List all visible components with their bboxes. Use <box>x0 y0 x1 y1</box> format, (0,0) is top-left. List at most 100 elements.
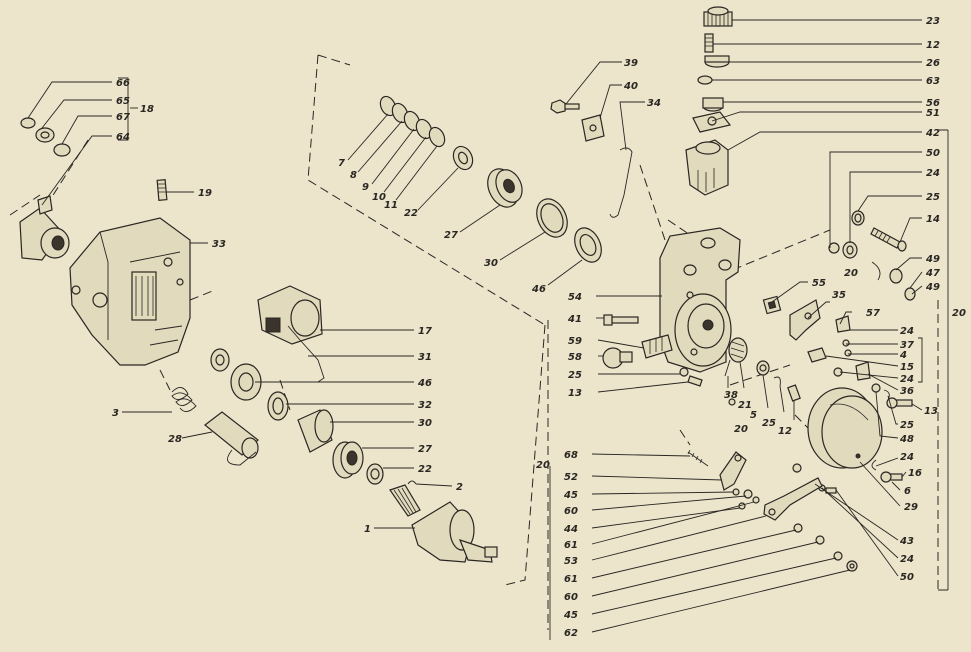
part-58-knob <box>602 347 633 369</box>
label-32: 32 <box>418 400 432 411</box>
part-17-module <box>257 285 323 345</box>
label-47: 47 <box>925 268 940 279</box>
part-68-screw <box>687 449 709 467</box>
label-4: 4 <box>899 350 907 361</box>
part-59-connector <box>641 334 673 359</box>
part-33-housing <box>69 217 191 366</box>
label-54: 54 <box>568 292 582 303</box>
label-37: 37 <box>900 340 914 351</box>
label-12: 12 <box>926 40 940 51</box>
label-49: 49 <box>925 254 940 265</box>
label-13-right: 13 <box>924 406 938 417</box>
label-40: 40 <box>623 81 638 92</box>
label-3: 3 <box>112 408 119 419</box>
label-25: 25 <box>926 192 940 203</box>
label-13-left: 13 <box>568 388 582 399</box>
label-67: 67 <box>116 112 130 123</box>
label-31: 31 <box>418 352 432 363</box>
label-48: 48 <box>899 434 914 445</box>
part-26-bushing <box>704 55 730 68</box>
label-16: 16 <box>908 468 922 479</box>
part-42-block <box>685 139 729 196</box>
label-56: 56 <box>926 98 940 109</box>
part-64-cylinder <box>19 195 70 261</box>
label-5: 5 <box>750 410 757 421</box>
part-56-nut <box>702 97 724 112</box>
leader-lines <box>27 19 949 640</box>
label-9: 9 <box>362 182 369 193</box>
label-21: 21 <box>738 400 752 411</box>
label-57: 57 <box>866 308 880 319</box>
label-6: 6 <box>904 486 911 497</box>
assembly-dashed-lines <box>9 54 939 630</box>
part-51-bracket <box>692 111 732 133</box>
label-27: 27 <box>444 230 458 241</box>
label-20-top: 20 <box>844 268 858 279</box>
part-12-screw <box>704 33 714 53</box>
label-61-b: 61 <box>564 574 578 585</box>
label-24-b: 24 <box>900 326 914 337</box>
part-14-screw <box>870 227 907 252</box>
part-30-ring-top <box>536 198 568 238</box>
part-38-coil <box>724 337 748 377</box>
part-46-seal-top <box>574 227 602 263</box>
part-54-housing <box>659 227 741 373</box>
part-63-washer <box>697 75 713 85</box>
label-38: 38 <box>724 390 738 401</box>
parts-5-25-12 <box>756 360 801 402</box>
label-50-b: 50 <box>900 572 914 583</box>
label-10: 10 <box>372 192 386 203</box>
label-34: 34 <box>647 98 661 109</box>
part-55-plate <box>762 295 782 315</box>
right-small-parts <box>871 383 913 483</box>
label-61: 61 <box>564 540 578 551</box>
parts-20-washers <box>728 242 840 406</box>
label-30: 30 <box>484 258 498 269</box>
label-22: 22 <box>404 208 418 219</box>
label-46-mid: 46 <box>417 378 432 389</box>
label-45: 45 <box>563 490 578 501</box>
label-64: 64 <box>116 132 130 143</box>
label-25-right: 25 <box>900 420 914 431</box>
label-46: 46 <box>531 284 546 295</box>
label-43: 43 <box>899 536 914 547</box>
label-20-left: 20 <box>536 460 550 471</box>
part-1-shaft <box>389 484 498 563</box>
part-52-bracket <box>719 451 747 491</box>
label-19: 19 <box>198 188 212 199</box>
label-65: 65 <box>116 96 130 107</box>
label-12-mid: 12 <box>778 426 792 437</box>
part-40-plate <box>581 114 605 142</box>
label-1: 1 <box>364 524 371 535</box>
label-24-d: 24 <box>900 452 914 463</box>
label-11: 11 <box>384 200 398 211</box>
part-34-spring-wire <box>609 147 633 218</box>
label-17: 17 <box>418 326 432 337</box>
label-60-b: 60 <box>564 592 578 603</box>
part-labels: 23 12 26 63 56 51 42 50 24 25 14 49 47 4… <box>112 16 966 639</box>
part-48-cover <box>807 387 883 469</box>
label-59: 59 <box>568 336 582 347</box>
label-44: 44 <box>563 524 578 535</box>
label-20-mid: 20 <box>734 424 748 435</box>
label-15: 15 <box>900 362 914 373</box>
label-33: 33 <box>212 239 226 250</box>
label-66: 66 <box>116 78 130 89</box>
label-68: 68 <box>564 450 578 461</box>
label-25-left: 25 <box>568 370 582 381</box>
label-45-b: 45 <box>563 610 578 621</box>
part-27-bearing-top <box>487 168 523 208</box>
part-2-key <box>407 480 417 485</box>
part-53-lever <box>763 477 823 521</box>
label-20-right: 20 <box>952 308 966 319</box>
part-22-washer-mid <box>366 463 384 485</box>
label-39: 39 <box>624 58 638 69</box>
label-7: 7 <box>338 158 345 169</box>
label-60: 60 <box>564 506 578 517</box>
label-35: 35 <box>832 290 846 301</box>
label-30-mid: 30 <box>418 418 432 429</box>
label-50: 50 <box>926 148 940 159</box>
part-19-pin <box>156 179 168 201</box>
